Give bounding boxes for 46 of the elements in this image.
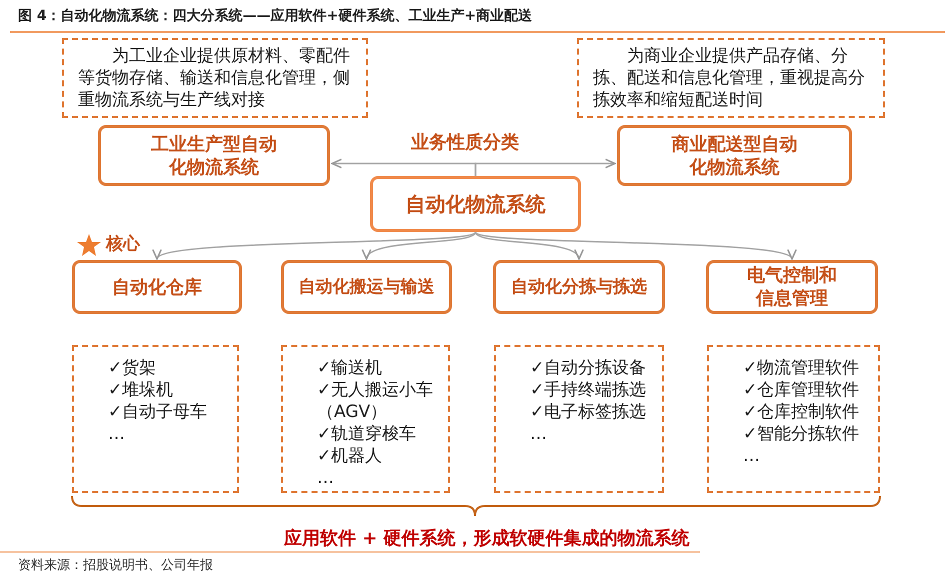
source-note: 资料来源：招股说明书、公司年报: [18, 557, 213, 573]
list-item: ✓电子标签拣选: [530, 401, 646, 423]
list-item: ✓堆垛机: [108, 379, 174, 401]
classification-label: 业务性质分类: [411, 131, 519, 154]
list-item: ✓仓库管理软件: [743, 379, 860, 401]
summary-label: 应用软件 + 硬件系统，形成软硬件集成的物流系统: [284, 527, 690, 550]
list-item: …: [317, 467, 334, 489]
category-box: [617, 125, 852, 186]
box-label: 自动化物流系统: [406, 190, 546, 218]
item-list-box: [72, 345, 239, 493]
box-label: 自动化搬运与输送: [298, 276, 434, 298]
list-item: …: [743, 445, 760, 467]
figure-title: 图 4：自动化物流系统：四大分系统——应用软件+硬件系统、工业生产+商业配送: [18, 7, 532, 25]
list-item: ✓自动分拣设备: [530, 357, 646, 379]
list-item: ✓轨道穿梭车: [317, 423, 416, 445]
list-item: ✓智能分拣软件: [743, 423, 860, 445]
description-text: 为工业企业提供原材料、零配件等货物存储、输送和信息化管理，侧重物流系统与生产线对接: [78, 45, 351, 111]
tag-label: 核心: [106, 233, 140, 255]
item-list-box: [281, 345, 450, 493]
box-label: 电气控制和信息管理: [746, 264, 838, 310]
list-item: ✓仓库控制软件: [743, 401, 860, 423]
item-list-box: [707, 345, 880, 493]
category-box: [281, 260, 452, 314]
list-item: …: [530, 423, 547, 445]
arrow: [474, 158, 616, 176]
list-item: ✓输送机: [317, 357, 382, 379]
box-label: 自动化分拣与拣选: [511, 276, 647, 298]
category-box: [98, 125, 330, 186]
description-text: 为商业企业提供产品存储、分拣、配送和信息化管理，重视提高分拣效率和缩短配送时间: [593, 45, 866, 111]
list-item: ✓手持终端拣选: [530, 379, 646, 401]
list-item: ✓物流管理软件: [743, 357, 860, 379]
description-box: [577, 38, 885, 118]
list-item: ✓无人搬运小车（AGV）: [317, 379, 434, 423]
category-box: [493, 260, 665, 314]
category-box: [72, 260, 242, 314]
box-label: 商业配送型自动化物流系统: [670, 132, 798, 178]
box-label: 工业生产型自动化物流系统: [150, 132, 278, 178]
item-list-box: [494, 345, 664, 493]
description-box: [62, 38, 368, 118]
list-item: ✓自动子母车: [108, 401, 208, 423]
box-label: 自动化仓库: [112, 276, 202, 298]
main-system-box: [370, 176, 581, 232]
category-box: [706, 260, 878, 314]
list-item: ✓货架: [108, 357, 156, 379]
list-item: …: [108, 423, 125, 445]
list-item: ✓机器人: [317, 445, 382, 467]
